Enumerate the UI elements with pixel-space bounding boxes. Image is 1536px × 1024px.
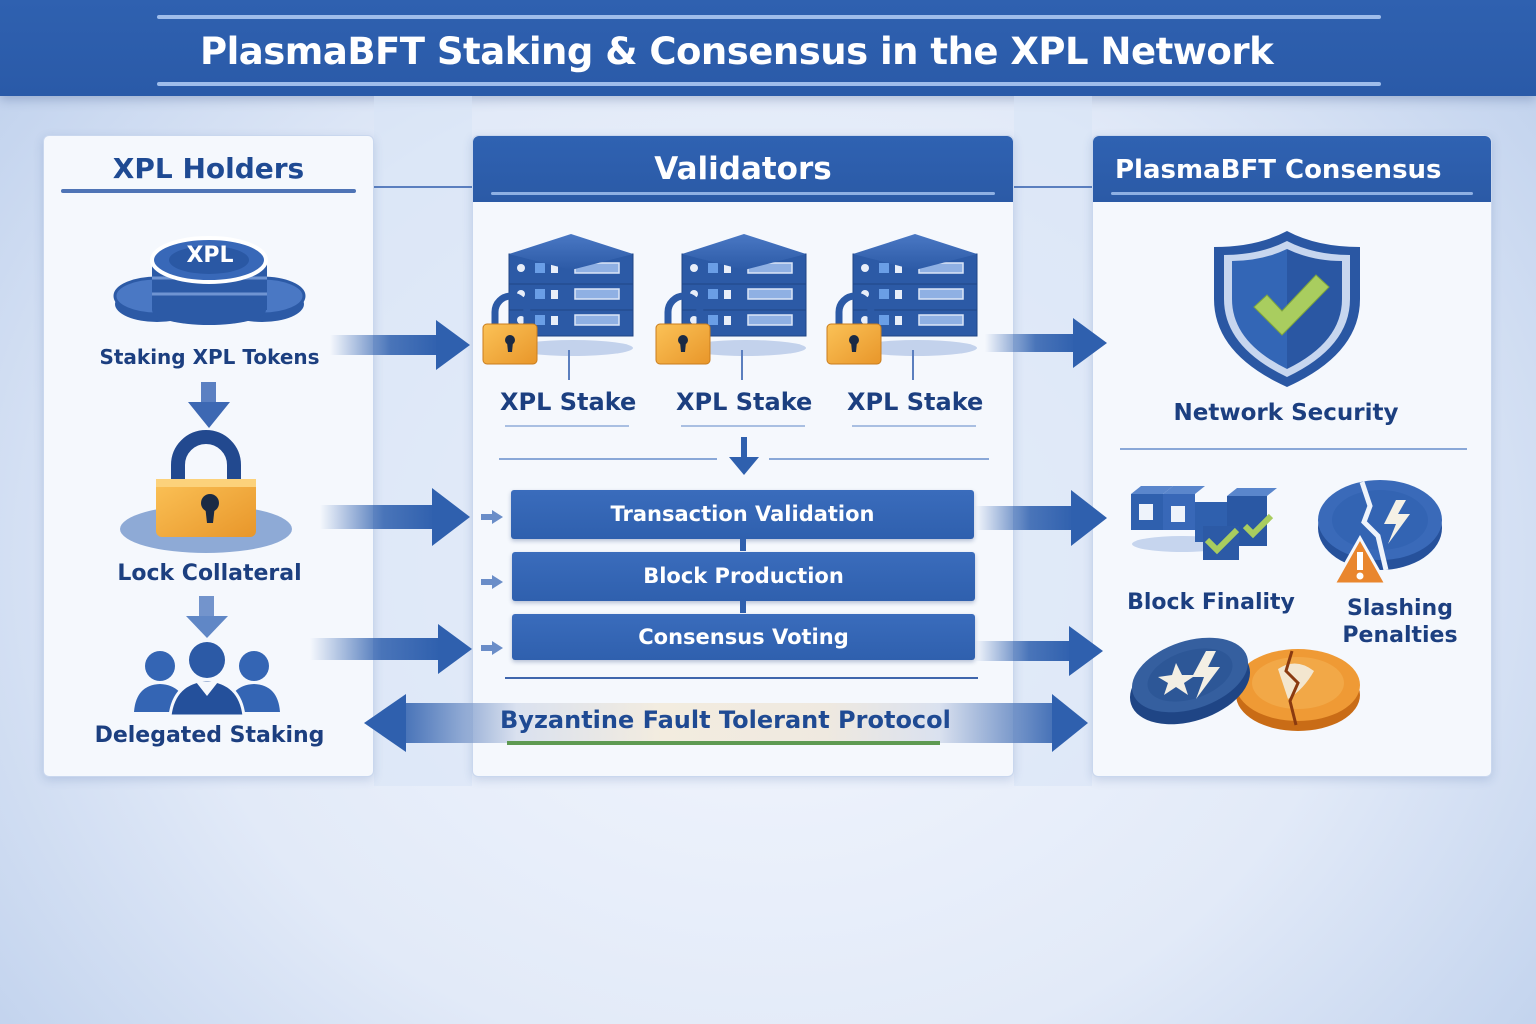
gutter-band-right [1014,96,1092,786]
mini-arrow-right-icon [481,510,503,524]
banner-bottom-rule [157,82,1381,86]
coin-label: XPL [186,243,234,268]
title-banner: PlasmaBFT Staking & Consensus in the XPL… [0,0,1536,96]
panel-header-holders: XPL Holders [44,136,373,196]
validator-stake-label: XPL Stake [676,388,813,416]
section-divider-bottom [505,677,978,679]
panel-header-consensus: PlasmaBFT Consensus [1093,136,1491,202]
step-label-lock-collateral: Lock Collateral [117,561,302,586]
panel-title-underline [491,192,995,195]
mini-arrow-right-icon [481,641,503,655]
panel-title-validators: Validators [654,151,832,187]
panel-title-underline [1111,192,1473,195]
people-group-icon [134,642,280,718]
protocol-label: Byzantine Fault Tolerant Protocol [500,706,951,734]
flow-arrow-voting-to-penalties [975,626,1103,676]
page-title: PlasmaBFT Staking & Consensus in the XPL… [200,30,1274,73]
mini-arrow-right-icon [481,575,503,589]
slashing-label-line1: Slashing [1347,596,1453,621]
process-step-block-production[interactable]: Block Production [512,552,975,601]
validator-stake-label: XPL Stake [847,388,984,416]
panel-title-underline [61,189,356,193]
process-connector [740,601,746,613]
broken-coin-warning-icon [1318,480,1442,586]
validator-stake-underline [505,425,629,427]
protocol-band [398,703,1058,743]
server-lock-icon [826,234,978,380]
protocol-underline [507,741,940,745]
flow-arrow-validation-to-finality [975,490,1107,546]
broken-coins-icon [1129,637,1360,731]
slashing-label-line2: Penalties [1342,623,1458,648]
section-divider-consensus [1120,448,1467,450]
server-lock-icon [482,234,634,380]
flow-arrow-validators-to-security [985,318,1107,368]
coin-stack-icon [113,236,306,325]
flow-arrow-staking-to-validators [330,320,470,370]
panel-header-validators: Validators [473,136,1013,202]
outcome-label-block-finality: Block Finality [1127,590,1295,615]
section-divider-right [769,458,989,460]
process-step-transaction-validation[interactable]: Transaction Validation [511,490,974,539]
header-connector-right [1014,186,1092,188]
validator-stake-underline [852,425,976,427]
padlock-icon [120,430,292,553]
banner-top-rule [157,15,1381,19]
step-label-staking: Staking XPL Tokens [99,345,320,369]
panel-title-holders: XPL Holders [112,152,305,185]
arrow-down-icon [729,437,759,475]
panel-title-consensus: PlasmaBFT Consensus [1115,155,1442,185]
arrow-down-icon [188,382,230,428]
validator-stake-label: XPL Stake [500,388,637,416]
flow-arrow-delegation-to-voting [310,624,472,674]
outcome-label-network-security: Network Security [1173,400,1399,426]
section-divider-left [499,458,717,460]
shield-check-icon [1214,231,1360,387]
arrow-left-icon [364,694,406,752]
gutter-band-left [374,96,472,786]
header-connector-left [374,186,472,188]
outcome-label-slashing-penalties: Slashing Penalties [1330,595,1470,649]
process-step-consensus-voting[interactable]: Consensus Voting [512,614,975,660]
validator-stake-underline [681,425,805,427]
block-chain-check-icon [1131,486,1277,560]
arrow-right-icon [1052,694,1088,752]
arrow-down-icon [186,596,228,638]
step-label-delegated-staking: Delegated Staking [94,723,325,748]
process-connector [740,539,746,551]
server-lock-icon [655,234,807,380]
flow-arrow-collateral-to-validation [320,488,470,546]
